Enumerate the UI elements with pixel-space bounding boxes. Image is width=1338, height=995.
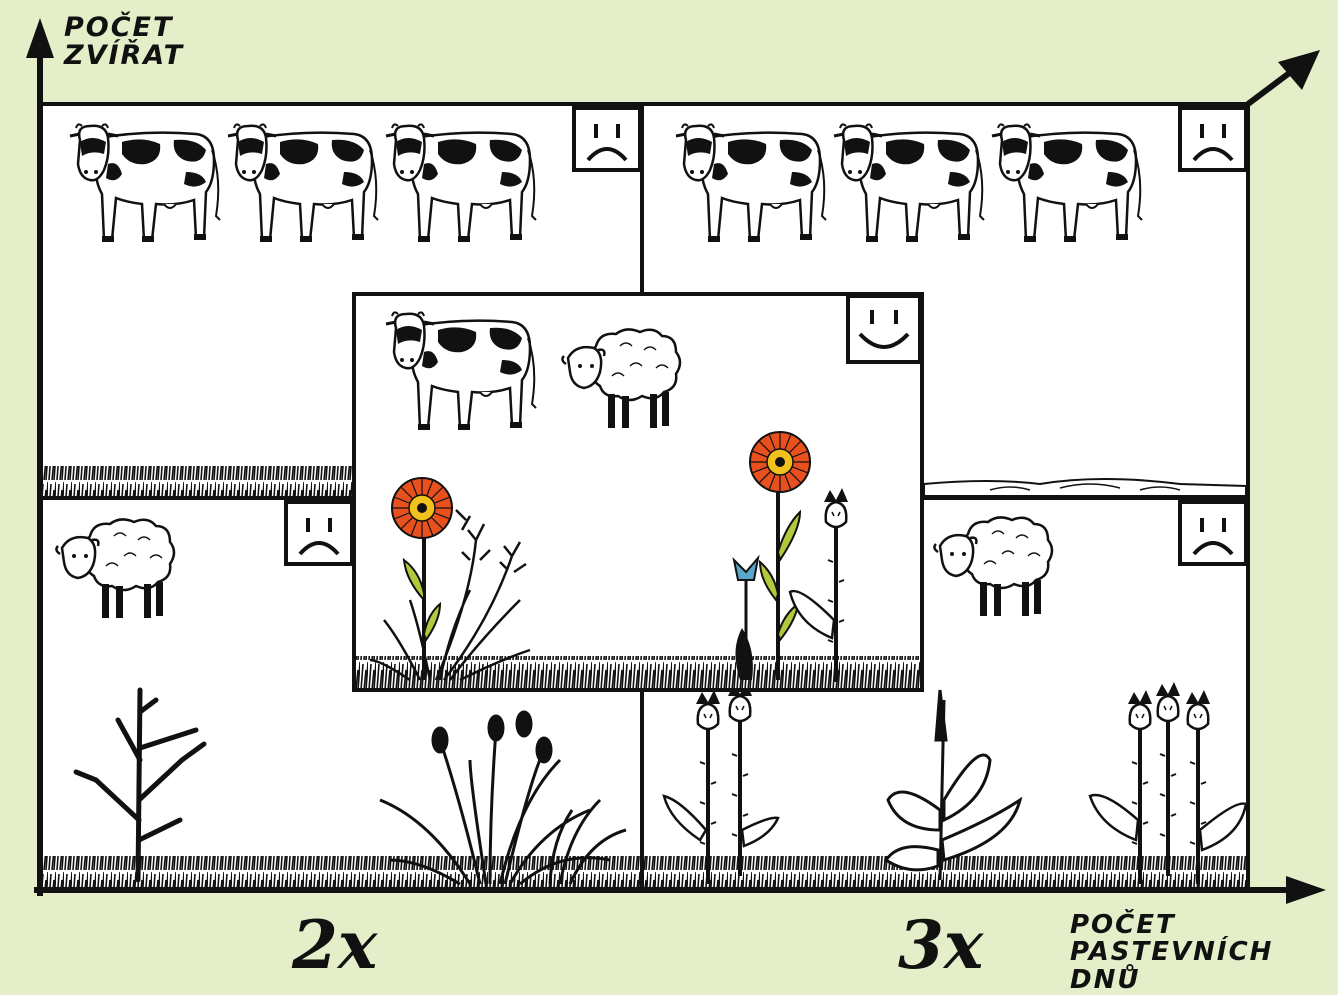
sad-face-icon xyxy=(574,108,640,170)
y-axis-label-line2: ZVÍŘAT xyxy=(64,42,184,70)
x-axis-label-line2: PASTEVNÍCH DNŮ xyxy=(1070,939,1338,994)
sad-face-icon xyxy=(1180,108,1246,170)
x-axis-label: POČET PASTEVNÍCH DNŮ xyxy=(1070,912,1338,994)
diagonal-arrow xyxy=(1248,50,1320,104)
y-axis-label-line1: POČET xyxy=(64,14,184,42)
multiplier-left: 2x xyxy=(292,912,377,978)
x-axis-label-line1: POČET xyxy=(1070,912,1338,939)
sad-face-icon xyxy=(1180,502,1246,564)
multiplier-right: 3x xyxy=(898,912,983,978)
y-axis-label: POČET ZVÍŘAT xyxy=(64,14,184,71)
sad-face-icon xyxy=(286,502,352,564)
happy-face-icon xyxy=(848,296,920,362)
